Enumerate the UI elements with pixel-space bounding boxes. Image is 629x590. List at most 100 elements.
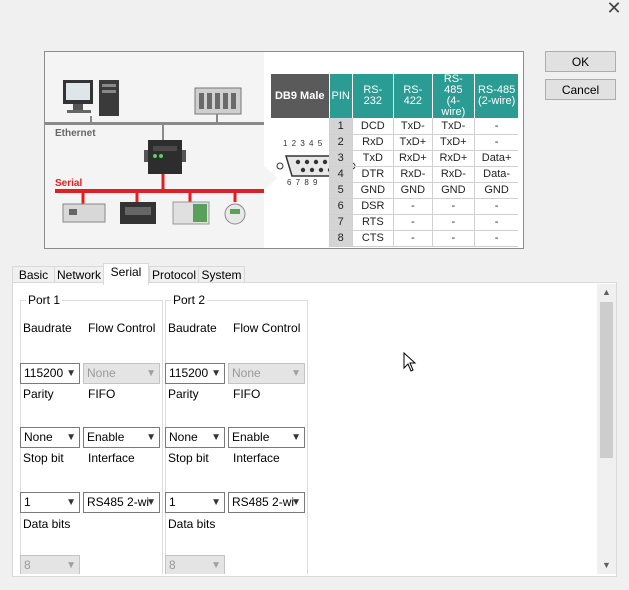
tab-basic[interactable]: Basic [12, 266, 55, 285]
chevron-down-icon: ▼ [66, 560, 76, 571]
ok-button[interactable]: OK [545, 51, 616, 72]
stop-bit-select[interactable]: 1▼ [20, 492, 80, 513]
pinout-cell: DTR [351, 166, 394, 183]
scrollbar-thumb[interactable] [600, 302, 613, 458]
fifo-select[interactable]: Enable▼ [228, 427, 305, 448]
data-bits-select: 8▼ [165, 555, 225, 574]
stop-bit-label: Stop bit [23, 451, 64, 465]
pinout-cell: TxD+ [431, 134, 475, 151]
serial-device-icons [62, 201, 246, 225]
pinout-cell: DSR [351, 198, 394, 215]
pinout-cell: 6 [328, 198, 353, 215]
vertical-scrollbar[interactable]: ▲ ▼ [597, 284, 616, 574]
interface-label: Interface [88, 451, 135, 465]
pinout-cell: - [431, 198, 475, 215]
chevron-down-icon: ▼ [66, 368, 76, 379]
header-rs232: RS-232 [351, 74, 394, 118]
row-spacer [271, 166, 329, 182]
baudrate-label: Baudrate [168, 321, 217, 335]
baudrate-select[interactable]: 115200▼ [20, 363, 80, 384]
pinout-cell: TxD- [431, 118, 475, 135]
pinout-table: DB9 Male PIN RS-232 RS-422 RS-485(4-wire… [271, 74, 519, 247]
tab-system[interactable]: System [198, 266, 245, 285]
network-topology-illustration: Ethernet Serial [45, 52, 264, 248]
pin-numbers-top: 1 2 3 4 5 [283, 139, 324, 148]
chevron-down-icon: ▼ [146, 432, 156, 443]
pinout-cell: RTS [351, 214, 394, 231]
pinout-cell: - [473, 198, 519, 215]
cancel-button[interactable]: Cancel [545, 79, 616, 100]
row-spacer [271, 118, 329, 134]
fifo-label: FIFO [88, 387, 116, 401]
chevron-down-icon: ▼ [66, 497, 76, 508]
pinout-cell: 7 [328, 214, 353, 231]
pinout-cell: TxD [351, 150, 394, 167]
flow-control-label: Flow Control [88, 321, 156, 335]
pinout-cell: - [473, 214, 519, 231]
row-spacer [271, 214, 329, 230]
scroll-up-icon[interactable]: ▲ [602, 287, 611, 297]
chevron-down-icon: ▼ [211, 368, 221, 379]
row-spacer [271, 230, 329, 246]
parity-select[interactable]: None▼ [20, 427, 80, 448]
pinout-cell: TxD+ [392, 134, 433, 151]
tab-serial[interactable]: Serial [103, 263, 149, 285]
interface-select[interactable]: RS485 2-wi▼ [228, 492, 305, 513]
ethernet-label: Ethernet [55, 128, 96, 139]
device-server-icon [144, 140, 186, 174]
data-bits-select: 8▼ [20, 555, 80, 574]
row-spacer [271, 198, 329, 214]
pinout-cell: GND [473, 182, 519, 199]
pinout-cell: - [473, 134, 519, 151]
serial-tab-panel: Port 1 Baudrate Flow Control 115200▼ Non… [12, 282, 617, 577]
pinout-cell: - [473, 230, 519, 247]
pinout-cell: 1 [328, 118, 353, 135]
pinout-cell: GND [392, 182, 433, 199]
db9-pinout-diagram: Ethernet Serial 1 2 3 4 5 6 7 8 9 DB9 Ma… [44, 51, 524, 249]
pinout-cell: 4 [328, 166, 353, 183]
pinout-cell: - [392, 230, 433, 247]
chevron-down-icon: ▼ [146, 368, 156, 379]
pinout-cell: - [392, 214, 433, 231]
close-icon[interactable]: ✕ [606, 0, 622, 18]
header-rs485-2wire: RS-485(2-wire) [473, 74, 519, 118]
parity-select[interactable]: None▼ [165, 427, 225, 448]
header-pin: PIN [328, 74, 353, 118]
parity-label: Parity [23, 387, 54, 401]
chevron-down-icon: ▼ [146, 497, 156, 508]
mouse-cursor-icon [403, 352, 417, 372]
db9-title: DB9 Male [271, 74, 329, 118]
port-title: Port 1 [26, 293, 63, 307]
pinout-cell: 8 [328, 230, 353, 247]
parity-label: Parity [168, 387, 199, 401]
baudrate-label: Baudrate [23, 321, 72, 335]
chevron-down-icon: ▼ [211, 497, 221, 508]
chevron-down-icon: ▼ [211, 560, 221, 571]
tab-protocol[interactable]: Protocol [149, 266, 199, 285]
interface-label: Interface [233, 451, 280, 465]
pinout-cell: - [392, 198, 433, 215]
chevron-down-icon: ▼ [291, 497, 301, 508]
pinout-cell: RxD- [392, 166, 433, 183]
pinout-cell: RxD+ [431, 150, 475, 167]
header-rs422: RS-422 [392, 74, 433, 118]
fifo-label: FIFO [233, 387, 261, 401]
stop-bit-select[interactable]: 1▼ [165, 492, 225, 513]
interface-select[interactable]: RS485 2-wi▼ [83, 492, 160, 513]
baudrate-select[interactable]: 115200▼ [165, 363, 225, 384]
fifo-select[interactable]: Enable▼ [83, 427, 160, 448]
scroll-down-icon[interactable]: ▼ [602, 560, 611, 570]
port-1-group: Port 1 Baudrate Flow Control 115200▼ Non… [20, 293, 163, 574]
pinout-cell: - [431, 214, 475, 231]
port-2-group: Port 2 Baudrate Flow Control 115200▼ Non… [165, 293, 308, 574]
pinout-cell: 5 [328, 182, 353, 199]
pinout-cell: GND [351, 182, 394, 199]
pinout-cell: RxD- [431, 166, 475, 183]
row-spacer [271, 182, 329, 198]
serial-settings-scroll-area: Port 1 Baudrate Flow Control 115200▼ Non… [20, 290, 599, 574]
